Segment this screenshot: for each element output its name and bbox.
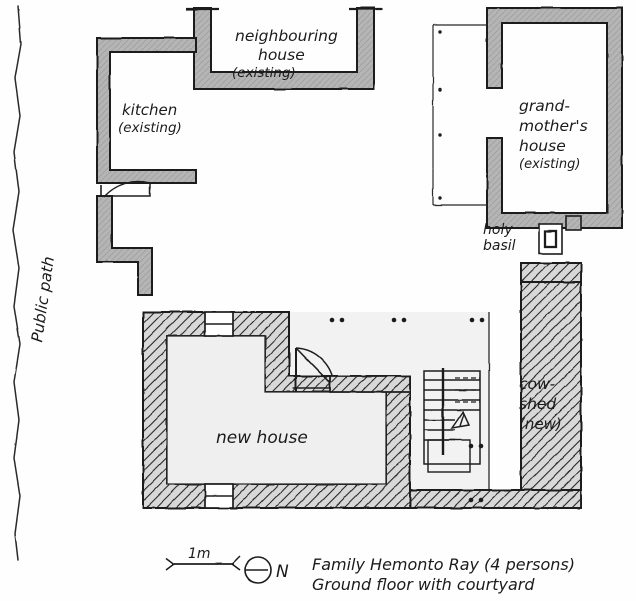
cowshed-divider-wall (329, 375, 411, 393)
neighbouring-house-label: neighbouring house (existing) (232, 27, 338, 81)
grandmother-veranda (432, 24, 487, 206)
shrine-connector-wall (565, 215, 582, 231)
new-house-label: new house (216, 428, 308, 448)
new-house-window-top (204, 311, 234, 337)
new-boundary-wall-bottom (409, 489, 582, 509)
kitchen-label: kitchen (existing) (118, 101, 182, 136)
neighbouring-note: (existing) (232, 65, 296, 81)
grandmother-line3: house (519, 137, 566, 155)
kitchen-line1: kitchen (122, 101, 177, 119)
column-dot (329, 317, 335, 323)
column-dot (468, 497, 474, 503)
holy-basil-shrine (538, 223, 563, 255)
kitchen-existing (96, 37, 197, 296)
neighbouring-line1: neighbouring (235, 27, 338, 45)
public-path-label: Public path (28, 255, 58, 343)
kitchen-note: (existing) (118, 120, 182, 136)
veranda-column-dot (438, 196, 442, 200)
column-dot (478, 497, 484, 503)
grandmother-note: (existing) (519, 157, 580, 172)
veranda-column-dot (438, 88, 442, 92)
column-dot (469, 317, 475, 323)
caption-line-1: Family Hemonto Ray (4 persons) (312, 555, 575, 574)
veranda-column-dot (438, 133, 442, 137)
scale-bar-label: 1m (188, 546, 211, 562)
holy-basil-line2: basil (483, 238, 516, 254)
column-dot (478, 443, 484, 449)
cowshed-line1: cow- (519, 375, 556, 393)
north-arrow-icon (244, 556, 272, 584)
neighbouring-line2: house (258, 46, 305, 64)
grandmother-house (486, 7, 623, 229)
column-dot (479, 317, 485, 323)
public-path-boundary (12, 5, 22, 561)
new-house-window-bottom (204, 483, 234, 509)
new-boundary-wall-top-return (520, 262, 582, 283)
caption-block: Family Hemonto Ray (4 persons) Ground fl… (312, 555, 575, 594)
column-dot (339, 317, 345, 323)
grandmother-line1: grand- (519, 97, 570, 115)
neighbouring-house (186, 7, 382, 90)
grandmother-house-label: grand- mother's house (existing) (519, 97, 588, 172)
cowshed-line2: shed (519, 395, 556, 413)
north-arrow-letter: N (276, 562, 289, 582)
veranda-column-dot (438, 30, 442, 34)
column-dot (391, 317, 397, 323)
staircase (423, 368, 481, 473)
kitchen-door-swing (100, 180, 151, 198)
caption-line-2: Ground floor with courtyard (312, 575, 535, 594)
cowshed-label: cow- shed (new) (519, 375, 562, 433)
cowshed-note: (new) (519, 415, 562, 433)
holy-basil-line1: holy (483, 222, 513, 238)
column-dot (401, 317, 407, 323)
column-dot (468, 443, 474, 449)
grandmother-line2: mother's (519, 117, 588, 135)
cowshed-outline (488, 312, 490, 508)
holy-basil-label: holy basil (483, 222, 516, 254)
courtyard-column-dots (329, 317, 485, 503)
scale-bar (165, 555, 241, 571)
